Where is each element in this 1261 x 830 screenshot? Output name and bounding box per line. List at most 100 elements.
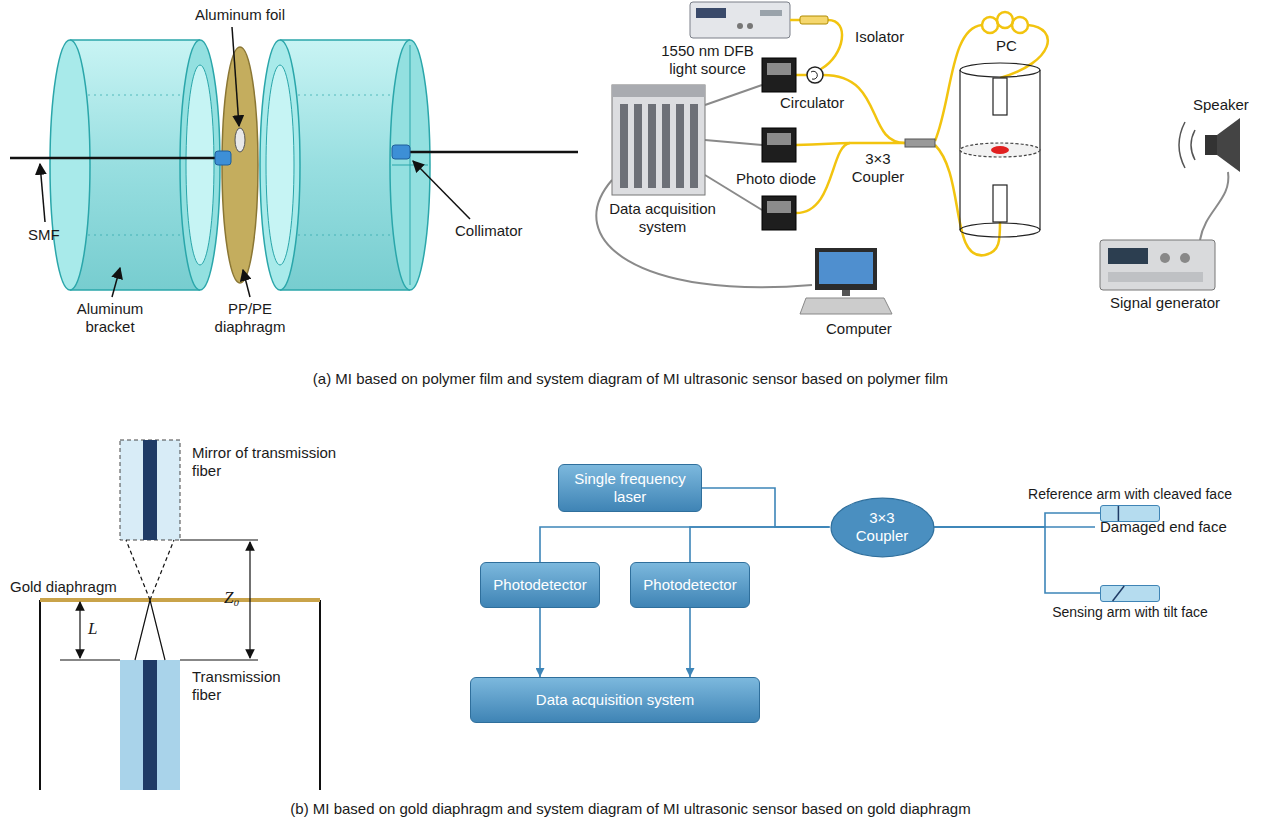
optical-fiber [796, 74, 807, 77]
data-acquisition-chassis [612, 85, 705, 195]
sensor-housing [960, 63, 1040, 77]
fiber-branch [930, 526, 1095, 528]
aluminum-bracket [70, 289, 200, 291]
signal-cable [705, 85, 762, 105]
panel-caption: (a) MI based on polymer film and system … [0, 370, 1261, 388]
aluminum-bracket [50, 40, 220, 290]
dfb-light-source [760, 10, 782, 16]
gold-diaphragm [40, 600, 320, 601]
speaker [1179, 122, 1185, 168]
device-label: Computer [826, 320, 892, 338]
aluminum-bracket [280, 39, 410, 41]
aluminum-bracket [280, 289, 410, 291]
computer [819, 252, 873, 284]
coupler-symbol [905, 139, 935, 147]
part-label: SMF [28, 226, 60, 244]
circulator [811, 71, 817, 79]
connector [690, 527, 830, 562]
device-label: Isolator [855, 28, 904, 46]
connector [702, 488, 830, 527]
part-label: Transmission fiber [192, 668, 302, 704]
dimension-symbol: Z₀ [224, 588, 239, 608]
signal-generator [1100, 240, 1215, 290]
signal-cable [1200, 172, 1228, 240]
photodetector-box: Photodetector [480, 562, 600, 608]
photo-diode [767, 133, 791, 145]
optical-fiber [935, 145, 1000, 255]
photo-diode [762, 196, 796, 230]
housing-wall [39, 600, 41, 790]
photodetector-box: Photodetector [630, 562, 750, 608]
photo-diode [762, 128, 796, 162]
light-path [126, 540, 174, 600]
signal-cable [596, 180, 812, 287]
circulator [807, 67, 823, 83]
gold-diaphragm [40, 598, 320, 602]
leader-arrow [40, 164, 45, 222]
sensor-housing [993, 78, 1007, 115]
dfb-light-source [696, 8, 726, 18]
signal-cable [705, 140, 762, 145]
part-label: Aluminum bracket [70, 300, 150, 336]
sensor-housing [960, 223, 1040, 237]
computer [842, 290, 850, 296]
transmission-fiber [120, 660, 180, 790]
optical-fiber [997, 12, 1013, 28]
box-label: 3×3 Coupler [851, 509, 913, 545]
box-label: Single frequency laser [568, 470, 692, 506]
connector [540, 527, 830, 562]
aluminum-bracket [260, 40, 430, 290]
dfb-light-source [690, 2, 790, 38]
box-label: Photodetector [643, 576, 736, 594]
light-path [135, 600, 165, 660]
transmission-fiber [143, 660, 157, 790]
fiber-face-mark [1101, 586, 1159, 601]
sensor-housing [991, 146, 1009, 154]
aluminum-bracket [280, 95, 410, 96]
dfb-light-source [690, 2, 790, 38]
coupler-symbol [905, 139, 935, 147]
dimension-line [249, 542, 250, 658]
speaker [1217, 118, 1240, 172]
aluminum-bracket [70, 39, 200, 41]
housing-wall [40, 600, 320, 790]
speaker [1179, 118, 1240, 172]
aluminum-bracket [180, 40, 220, 290]
sensor-housing [960, 143, 1040, 157]
signal-generator [1108, 272, 1203, 282]
device-label: 1550 nm DFB light source [650, 42, 765, 78]
connector [689, 608, 691, 677]
optical-fiber [796, 143, 905, 145]
photo-diode [762, 58, 796, 92]
speaker [1205, 135, 1217, 155]
dimension-line [79, 602, 80, 658]
fiber-face-mark [1113, 586, 1125, 601]
device-label: Speaker [1193, 96, 1249, 114]
aluminum-bracket [70, 235, 200, 236]
collimator [392, 145, 410, 159]
optical-fiber [982, 17, 998, 33]
mirror-fiber [120, 440, 180, 540]
aluminum-bracket [392, 165, 428, 166]
isolator [800, 16, 828, 24]
device-label: Photo diode [736, 170, 816, 188]
part-label: Gold diaphragm [10, 578, 117, 596]
photo-diode [767, 201, 791, 213]
optical-fiber [1012, 17, 1028, 33]
signal-generator [1108, 248, 1148, 264]
device-label: Signal generator [1110, 294, 1220, 312]
leader-arrow [232, 27, 239, 126]
device-label: PC [996, 37, 1017, 55]
dimension-line [60, 659, 120, 660]
connector [935, 527, 1101, 593]
dimension-line [180, 539, 258, 540]
part-label: PP/PE diaphragm [205, 300, 295, 336]
data-acquisition-box: Data acquisition system [470, 677, 760, 723]
signal-generator [1100, 240, 1215, 290]
sensing-arm-end: Sensing arm with tilt face [1100, 585, 1160, 602]
data-acquisition-chassis [612, 85, 705, 97]
collimator [215, 151, 231, 165]
data-acquisition-chassis [690, 104, 698, 188]
aluminum-bracket [390, 40, 430, 290]
computer [815, 248, 877, 290]
